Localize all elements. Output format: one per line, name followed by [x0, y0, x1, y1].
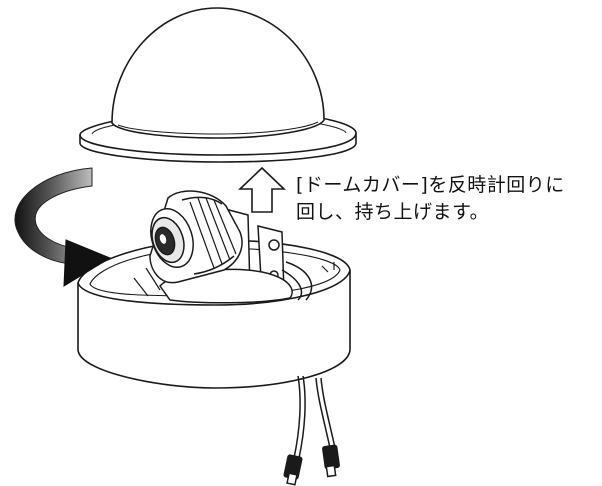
rotation-arrow [14, 167, 112, 287]
instruction-line-1: [ドームカバー]を反時計回りに [296, 174, 565, 196]
camera-lens [149, 190, 243, 284]
lift-up-arrow [238, 166, 286, 213]
dome-cover [79, 7, 357, 163]
instruction-line-2: 回し、持ち上げます。 [296, 201, 490, 223]
camera-cables [283, 375, 340, 486]
instruction-caption: [ドームカバー]を反時計回りに 回し、持ち上げます。 [296, 172, 565, 226]
